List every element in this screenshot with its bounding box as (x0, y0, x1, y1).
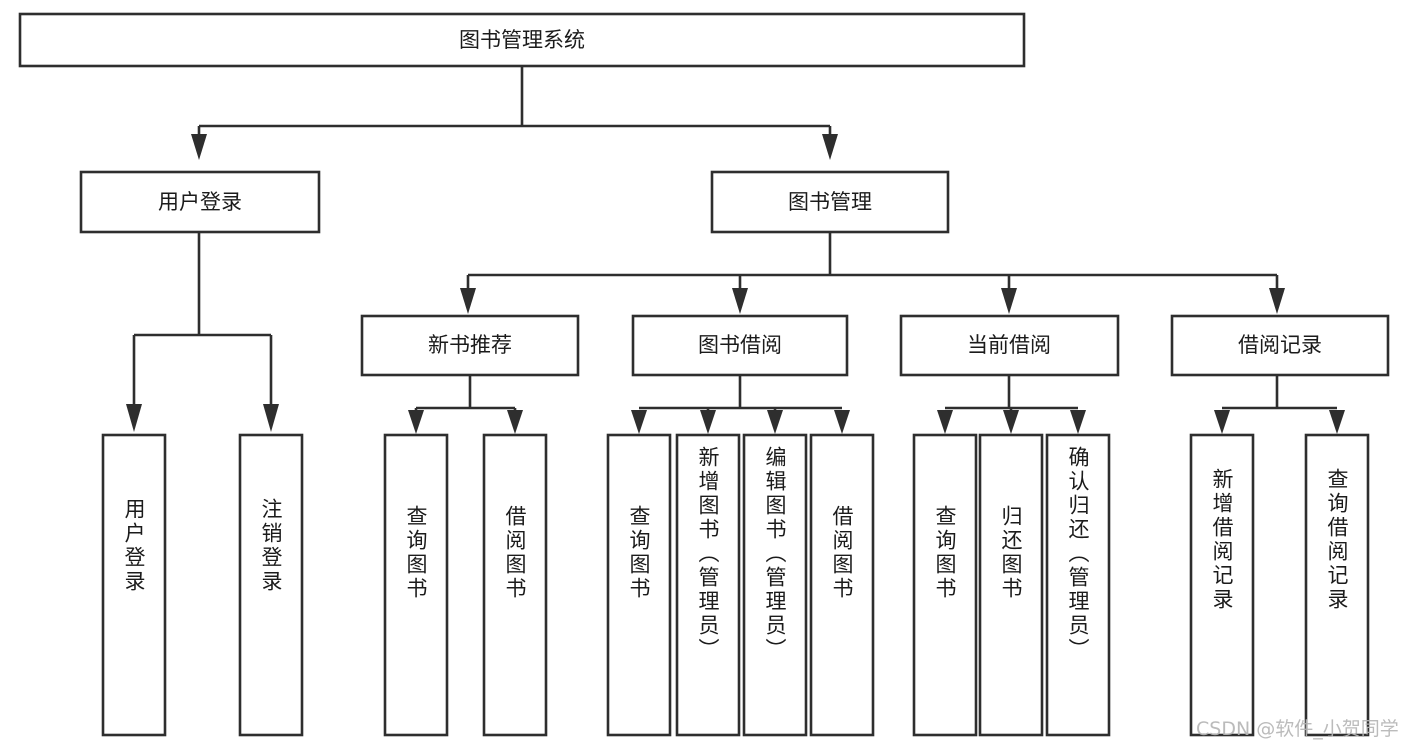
node-leaf-borrow-book-1-box[interactable] (482, 433, 548, 737)
leaf-boxes (101, 433, 1370, 737)
node-new-book-recommend[interactable]: 新书推荐 (360, 314, 580, 377)
node-leaf-return-book-box[interactable] (978, 433, 1044, 737)
node-borrow-record-label: 借阅记录 (1238, 333, 1322, 357)
node-user-login-box[interactable] (79, 170, 321, 234)
arrow-head-leaf-user-login (126, 404, 142, 432)
node-book-borrow[interactable]: 图书借阅 (631, 314, 849, 377)
arrow-head-leaf-borrow-book-2 (834, 410, 850, 434)
node-leaf-add-record-box[interactable] (1189, 433, 1255, 737)
node-leaf-logout-login-box[interactable] (238, 433, 304, 737)
node-book-manage-box[interactable] (710, 170, 950, 234)
node-root-box[interactable] (18, 12, 1026, 68)
leaf-labels: 用户登录 注销登录 查询图书 借阅图书 查询图书 新增图书（管理员） 编辑图书（… (122, 446, 1349, 662)
node-leaf-query-record-box[interactable] (1304, 433, 1370, 737)
arrow-head-user-login (191, 134, 207, 160)
node-book-borrow-box[interactable] (631, 314, 849, 377)
arrow-head-book-manage (822, 134, 838, 160)
connector-group-new-book-recommend (408, 376, 523, 434)
connector-group-current-borrow (937, 376, 1086, 434)
node-root[interactable]: 图书管理系统 (18, 12, 1026, 68)
node-new-book-recommend-box[interactable] (360, 314, 580, 377)
node-borrow-record-box[interactable] (1170, 314, 1390, 377)
arrow-head-leaf-confirm-return (1070, 410, 1086, 434)
node-book-manage-label: 图书管理 (788, 190, 872, 214)
node-leaf-user-login-label: 用户登录 (122, 498, 146, 594)
node-leaf-borrow-book-2-box[interactable] (809, 433, 875, 737)
node-leaf-confirm-return-label: 确认归还（管理员） (1066, 446, 1090, 662)
node-book-manage[interactable]: 图书管理 (710, 170, 950, 234)
node-leaf-borrow-book-1-label: 借阅图书 (503, 505, 527, 601)
node-current-borrow-box[interactable] (899, 314, 1120, 377)
arrow-head-book-borrow (732, 288, 748, 314)
node-leaf-query-book-1-label: 查询图书 (404, 505, 428, 601)
node-current-borrow[interactable]: 当前借阅 (899, 314, 1120, 377)
node-new-book-recommend-label: 新书推荐 (428, 333, 512, 357)
node-leaf-query-book-3-box[interactable] (912, 433, 978, 737)
node-leaf-return-book-label: 归还图书 (999, 505, 1023, 601)
connector-group-book-borrow (631, 376, 850, 434)
node-book-borrow-label: 图书借阅 (698, 333, 782, 357)
node-leaf-edit-book-box[interactable] (742, 433, 808, 737)
arrow-head-current-borrow (1001, 288, 1017, 314)
arrow-head-leaf-query-book-1 (408, 410, 424, 434)
connector-group-book-manage (460, 233, 1285, 314)
node-leaf-borrow-book-2-label: 借阅图书 (830, 505, 854, 601)
node-root-label: 图书管理系统 (459, 28, 585, 52)
node-leaf-add-book-box[interactable] (675, 433, 741, 737)
arrow-head-leaf-logout-login (263, 404, 279, 432)
arrow-head-borrow-record (1269, 288, 1285, 314)
connector-group-borrow-record (1214, 376, 1345, 434)
node-leaf-logout-login-label: 注销登录 (259, 498, 283, 594)
node-leaf-add-book-label: 新增图书（管理员） (696, 446, 720, 662)
arrow-head-leaf-return-book (1003, 410, 1019, 434)
arrow-head-leaf-add-record (1214, 410, 1230, 434)
arrow-head-leaf-query-book-3 (937, 410, 953, 434)
node-leaf-edit-book-label: 编辑图书（管理员） (763, 446, 787, 662)
arrow-head-new-book-recommend (460, 288, 476, 314)
node-leaf-query-book-1-box[interactable] (383, 433, 449, 737)
csdn-watermark: CSDN @软件_小贺同学 (1196, 718, 1399, 740)
node-leaf-add-record-label: 新增借阅记录 (1210, 468, 1234, 612)
arrow-head-leaf-query-record (1329, 410, 1345, 434)
node-leaf-query-book-2-box[interactable] (606, 433, 672, 737)
node-user-login-label: 用户登录 (158, 190, 242, 214)
arrow-head-leaf-edit-book (767, 410, 783, 434)
node-current-borrow-label: 当前借阅 (967, 333, 1051, 357)
node-leaf-query-record-label: 查询借阅记录 (1325, 468, 1349, 612)
node-leaf-user-login-box[interactable] (101, 433, 167, 737)
node-leaf-query-book-3-label: 查询图书 (933, 505, 957, 601)
connector-group-user-login (126, 233, 279, 432)
node-borrow-record[interactable]: 借阅记录 (1170, 314, 1390, 377)
arrow-head-leaf-add-book (700, 410, 716, 434)
arrow-head-leaf-borrow-book-1 (507, 410, 523, 434)
node-leaf-confirm-return-box[interactable] (1045, 433, 1111, 737)
node-user-login[interactable]: 用户登录 (79, 170, 321, 234)
arrow-head-leaf-query-book-2 (631, 410, 647, 434)
connector-group-root (191, 66, 838, 160)
node-leaf-query-book-2-label: 查询图书 (627, 505, 651, 601)
